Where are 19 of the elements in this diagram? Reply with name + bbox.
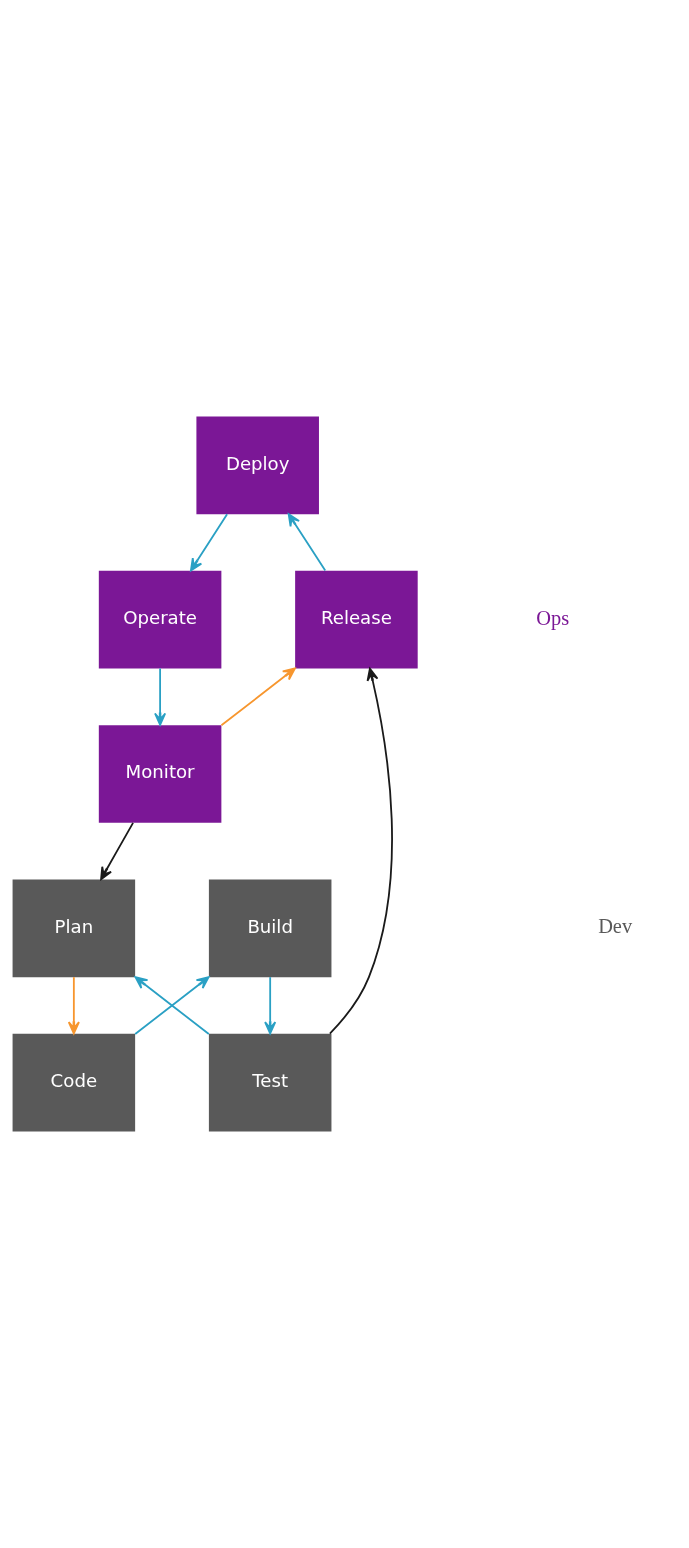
arrow <box>154 667 167 726</box>
node-box: Test <box>208 1033 332 1132</box>
arrow <box>100 821 134 881</box>
node-box: Plan <box>12 879 136 978</box>
arrow <box>220 667 296 727</box>
arrow <box>134 976 210 1035</box>
node-box: Code <box>12 1033 136 1132</box>
node-box: Monitor <box>98 725 222 823</box>
arrow <box>190 513 228 572</box>
node-box: Release <box>295 570 418 669</box>
arrow <box>67 976 80 1035</box>
arrow <box>264 976 277 1035</box>
node-box: Build <box>208 879 332 978</box>
arrow <box>287 513 327 572</box>
arrow <box>328 667 393 1035</box>
node-box: Operate <box>98 570 222 669</box>
node-box: Deploy <box>196 416 319 515</box>
label: Ops <box>536 606 570 629</box>
label: Dev <box>598 915 633 938</box>
